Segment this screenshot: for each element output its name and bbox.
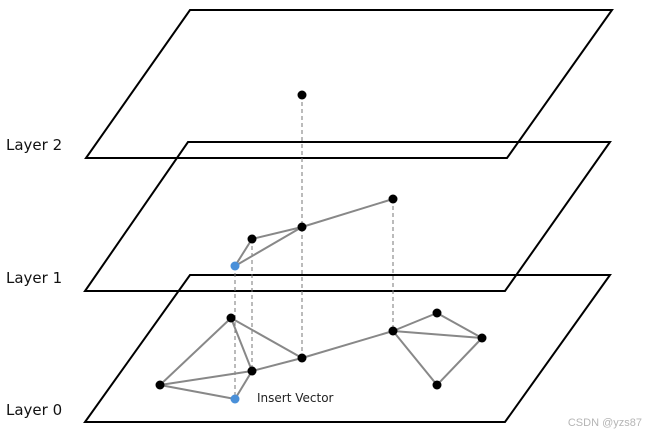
graph-node	[388, 326, 398, 336]
edge	[251, 357, 303, 372]
edge	[436, 337, 483, 386]
graph-node	[247, 366, 257, 376]
layer-0-plane	[83, 274, 612, 423]
edge	[392, 330, 483, 339]
insert-vector-node	[230, 261, 240, 271]
edge	[234, 370, 253, 400]
edge	[301, 198, 394, 228]
watermark: CSDN @yzs87	[568, 417, 642, 429]
edge	[159, 317, 232, 386]
graph-node	[432, 380, 442, 390]
edge	[392, 330, 438, 386]
graph-node	[477, 333, 487, 343]
layer-2-label: Layer 2	[6, 136, 62, 154]
inter-layer-links	[234, 95, 394, 399]
edge	[436, 312, 483, 339]
edge	[251, 226, 303, 240]
insert-vector-node	[230, 394, 240, 404]
layer-1-label: Layer 1	[6, 269, 62, 287]
layer-1-nodes	[230, 194, 398, 271]
graph-node	[297, 222, 307, 232]
graph-node	[297, 90, 307, 100]
edge	[230, 317, 303, 359]
layer-1-plane	[83, 141, 612, 292]
insert-vector-label: Insert Vector	[257, 391, 334, 405]
edge	[301, 330, 394, 359]
graph-node	[388, 194, 398, 204]
graph-node	[297, 353, 307, 363]
edge	[234, 238, 253, 267]
layer-1-edges	[234, 198, 394, 267]
layer-0-edges	[159, 312, 483, 400]
graph-node	[155, 380, 165, 390]
graph-node	[432, 308, 442, 318]
edge	[159, 370, 253, 386]
graph-node	[226, 313, 236, 323]
layer-0-label: Layer 0	[6, 401, 62, 419]
edge	[230, 317, 253, 372]
edge	[159, 384, 236, 400]
layer-2-plane	[84, 9, 614, 159]
layer-2-nodes	[297, 90, 307, 100]
graph-node	[247, 234, 257, 244]
edge	[392, 312, 438, 332]
edge	[234, 226, 303, 267]
layer-0-nodes	[155, 308, 487, 404]
